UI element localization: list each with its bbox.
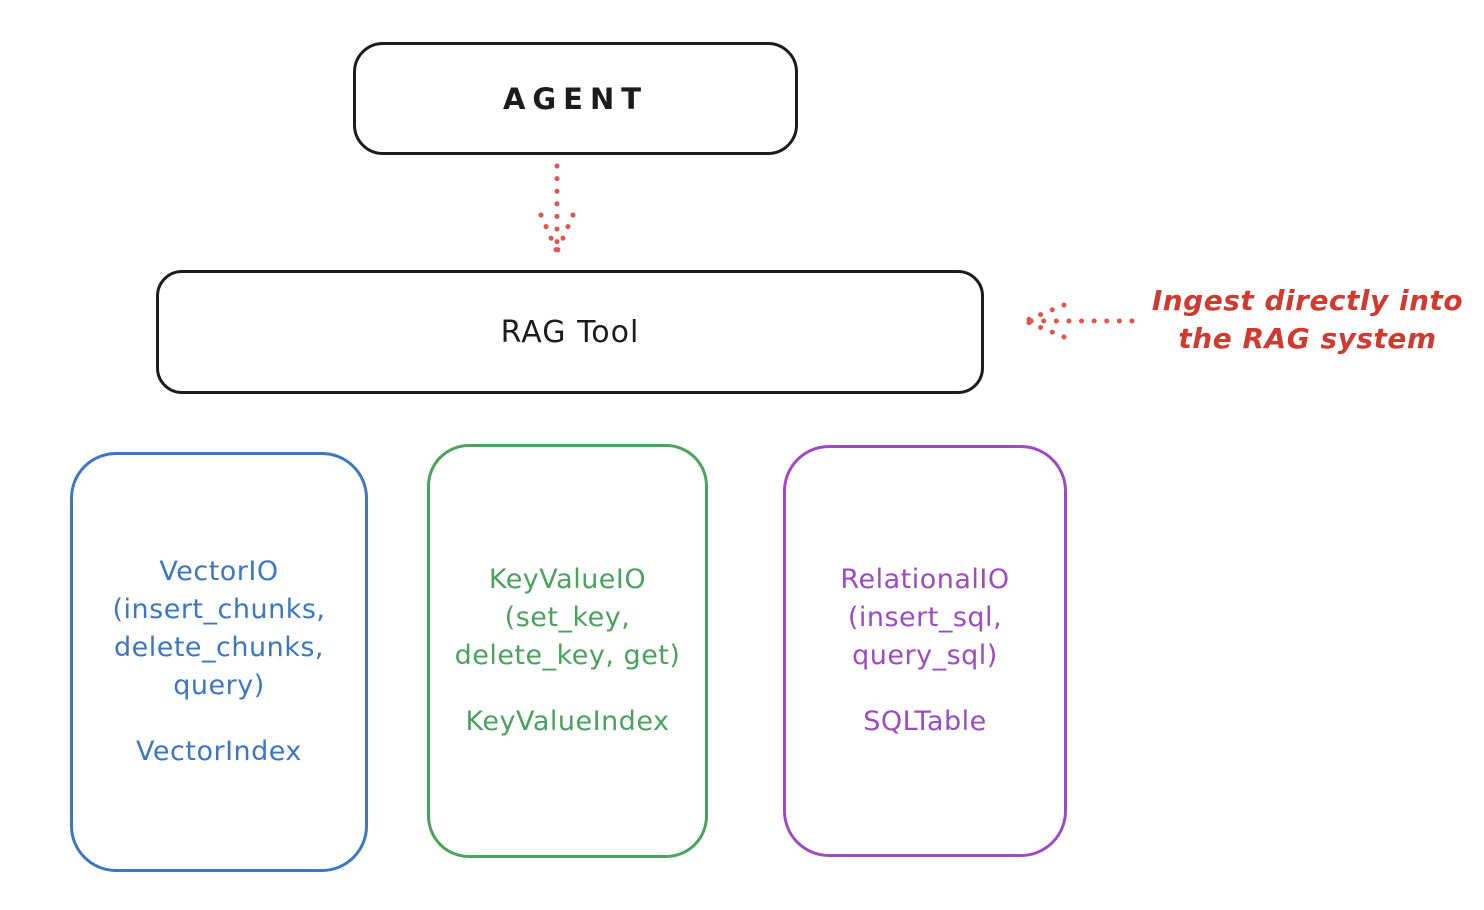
relational-io-content: RelationalIO (insert_sql, query_sql) SQL…: [840, 561, 1009, 741]
keyvalue-index-label: KeyValueIndex: [465, 706, 670, 737]
keyvalue-io-content: KeyValueIO (set_key, delete_key, get) Ke…: [455, 561, 681, 741]
relational-io-line: (insert_sql,: [847, 602, 1003, 633]
ingest-annotation-line1: Ingest directly into: [1151, 284, 1464, 317]
vector-io-line: (insert_chunks,: [112, 594, 326, 625]
agent-node: AGENT: [353, 42, 798, 155]
ingest-arrow-icon: [1022, 302, 1135, 340]
vector-io-line: delete_chunks,: [113, 632, 324, 663]
agent-label: AGENT: [502, 81, 649, 116]
vector-index-label: VectorIndex: [136, 736, 302, 767]
ingest-annotation: Ingest directly into the RAG system: [1140, 282, 1475, 358]
relational-io-node: RelationalIO (insert_sql, query_sql) SQL…: [783, 445, 1067, 857]
keyvalue-io-line: (set_key,: [504, 602, 631, 633]
sql-table-label: SQLTable: [863, 706, 987, 737]
keyvalue-io-node: KeyValueIO (set_key, delete_key, get) Ke…: [427, 444, 708, 858]
rag-tool-node: RAG Tool: [156, 270, 984, 394]
vector-io-line: query): [173, 670, 265, 701]
relational-io-line: query_sql): [852, 640, 998, 671]
rag-tool-label: RAG Tool: [500, 314, 640, 350]
vector-io-node: VectorIO (insert_chunks, delete_chunks, …: [70, 452, 368, 872]
relational-io-line: RelationalIO: [840, 564, 1010, 595]
agent-to-rag-arrow-icon: [538, 163, 576, 255]
vector-io-line: VectorIO: [159, 556, 279, 587]
keyvalue-io-line: delete_key, get): [454, 640, 681, 671]
ingest-annotation-line2: the RAG system: [1178, 322, 1437, 355]
vector-io-content: VectorIO (insert_chunks, delete_chunks, …: [113, 553, 326, 771]
keyvalue-io-line: KeyValueIO: [488, 564, 647, 595]
